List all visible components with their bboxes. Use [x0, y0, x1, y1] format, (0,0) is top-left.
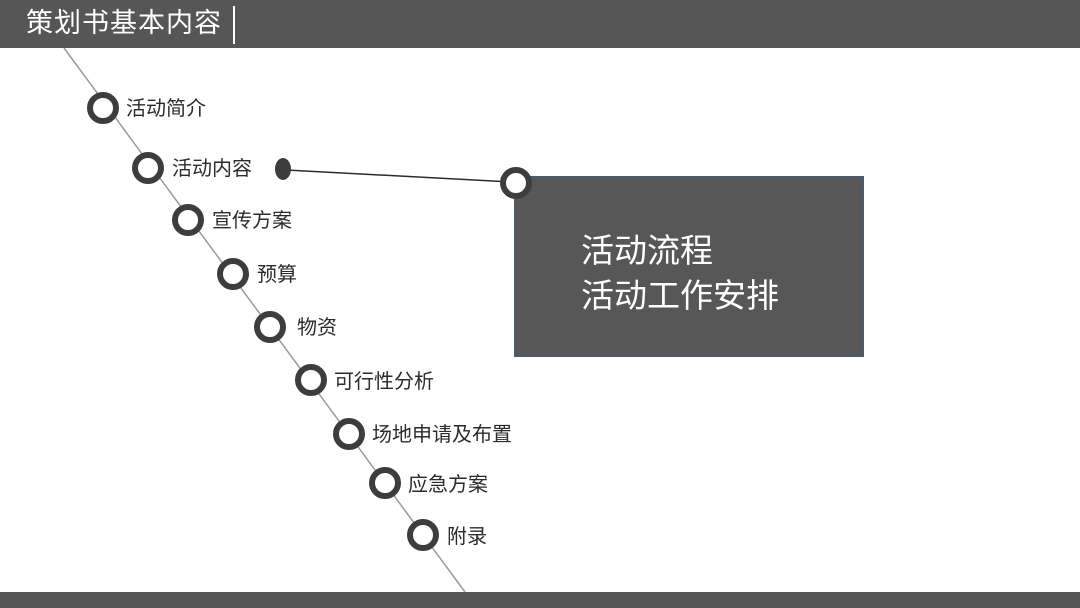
node-label-7: 场地申请及布置: [372, 422, 512, 446]
connector-start-dot: [275, 158, 291, 180]
node-label-2: 活动内容: [172, 156, 252, 180]
page-title: 策划书基本内容: [26, 8, 222, 39]
node-label-3: 宣传方案: [212, 208, 292, 232]
timeline-node-3[interactable]: [172, 204, 204, 236]
timeline-node-5[interactable]: [254, 311, 286, 343]
connector-line: [285, 169, 513, 183]
node-label-9: 附录: [447, 524, 487, 548]
detail-box: 活动流程 活动工作安排: [514, 176, 864, 357]
timeline-node-2[interactable]: [132, 152, 164, 184]
header-bar: 策划书基本内容: [0, 0, 1080, 48]
timeline-node-6[interactable]: [295, 364, 327, 396]
footer-bar: [0, 592, 1080, 608]
node-label-8: 应急方案: [408, 472, 488, 496]
header-divider: [233, 6, 235, 44]
node-label-6: 可行性分析: [334, 369, 434, 393]
node-label-1: 活动简介: [126, 96, 206, 120]
connector-end-node: [500, 167, 532, 199]
timeline-node-7[interactable]: [333, 418, 365, 450]
detail-line-1: 活动流程: [581, 231, 713, 270]
timeline-node-8[interactable]: [369, 467, 401, 499]
timeline-node-4[interactable]: [217, 258, 249, 290]
timeline-node-9[interactable]: [407, 519, 439, 551]
detail-line-2: 活动工作安排: [581, 276, 779, 315]
node-label-5: 物资: [297, 315, 337, 339]
timeline-node-1[interactable]: [87, 92, 119, 124]
node-label-4: 预算: [257, 262, 297, 286]
